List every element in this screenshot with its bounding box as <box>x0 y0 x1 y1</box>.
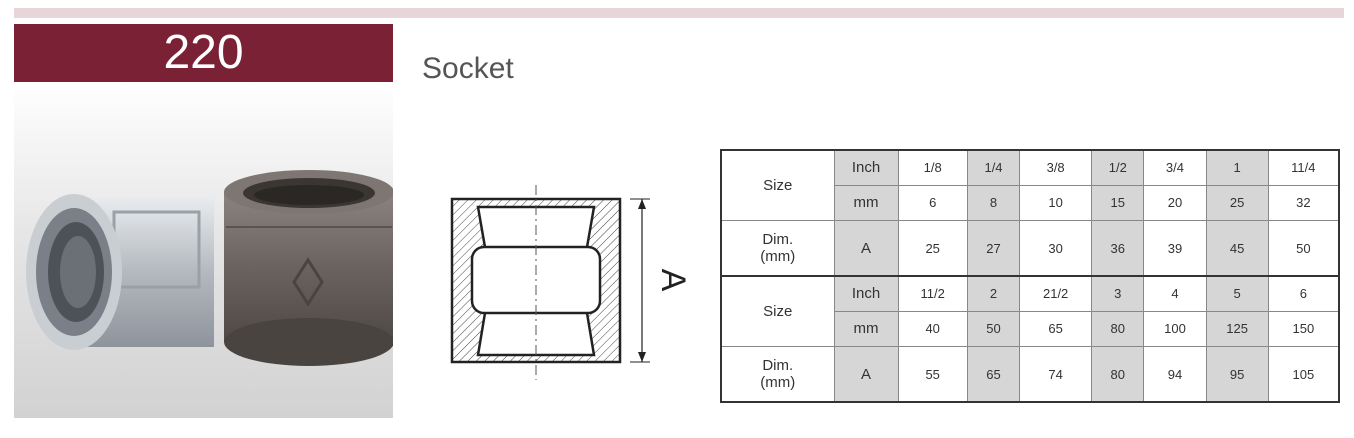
table-cell: 5 <box>1205 274 1269 312</box>
table-cell: 1/8 <box>897 149 968 186</box>
black-socket-image <box>224 170 393 366</box>
table-cell: 1/2 <box>1091 149 1145 186</box>
table-cell: 3 <box>1091 274 1145 312</box>
table-cell: 3/4 <box>1143 149 1207 186</box>
table-row: Size Inch 1/8 1/4 3/8 1/2 3/4 1 11/4 <box>720 149 1340 222</box>
a-label: A <box>833 346 899 403</box>
table-cell: 80 <box>1091 310 1145 348</box>
table-cell: 30 <box>1019 220 1093 277</box>
dim-label: Dim.(mm) <box>720 220 835 277</box>
table-row: Dim.(mm) A 25 27 30 36 39 45 50 <box>720 220 1340 277</box>
top-divider-bar <box>14 8 1344 18</box>
table-row: Dim.(mm) A 55 65 74 80 94 95 105 <box>720 346 1340 403</box>
table-cell: 39 <box>1143 220 1207 277</box>
table-cell: 94 <box>1143 346 1207 403</box>
table-cell: 65 <box>1019 310 1093 348</box>
table-cell: 65 <box>966 346 1021 403</box>
inch-label: Inch <box>833 149 899 186</box>
table-cell: 95 <box>1205 346 1269 403</box>
size-label: Size <box>720 149 835 222</box>
table-cell: 1/4 <box>966 149 1021 186</box>
table-cell: 25 <box>897 220 968 277</box>
dim-label-line1: Dim. <box>762 231 794 248</box>
size-label: Size <box>720 274 835 347</box>
table-cell: 11/4 <box>1267 149 1340 186</box>
product-photo <box>14 82 393 418</box>
table-cell: 4 <box>1143 274 1207 312</box>
table-cell: 125 <box>1205 310 1269 348</box>
table-cell: 100 <box>1143 310 1207 348</box>
table-cell: 45 <box>1205 220 1269 277</box>
dim-label-line1: Dim. <box>762 357 794 374</box>
dim-label-line2: (mm) <box>760 374 796 391</box>
table-cell: 6 <box>897 184 968 222</box>
dim-label-line2: (mm) <box>760 248 796 265</box>
table-cell: 2 <box>966 274 1021 312</box>
table-cell: 74 <box>1019 346 1093 403</box>
inch-label: Inch <box>833 274 899 312</box>
table-cell: 36 <box>1091 220 1145 277</box>
a-label: A <box>833 220 899 277</box>
table-cell: 55 <box>897 346 968 403</box>
table-cell: 3/8 <box>1019 149 1093 186</box>
table-cell: 11/2 <box>897 274 968 312</box>
product-title: Socket <box>422 52 514 85</box>
table-cell: 1 <box>1205 149 1269 186</box>
table-cell: 25 <box>1205 184 1269 222</box>
table-cell: 150 <box>1267 310 1340 348</box>
table-cell: 10 <box>1019 184 1093 222</box>
dim-label: Dim.(mm) <box>720 346 835 403</box>
dimension-a-label: A <box>654 269 690 292</box>
cross-section-drawing: A <box>450 185 690 380</box>
mm-label: mm <box>833 184 899 222</box>
product-code-banner: 220 <box>14 24 393 82</box>
table-cell: 40 <box>897 310 968 348</box>
table-cell: 20 <box>1143 184 1207 222</box>
table-cell: 105 <box>1267 346 1340 403</box>
table-cell: 80 <box>1091 346 1145 403</box>
table-cell: 32 <box>1267 184 1340 222</box>
table-cell: 27 <box>966 220 1021 277</box>
table-cell: 21/2 <box>1019 274 1093 312</box>
dimensions-table: Size Inch 1/8 1/4 3/8 1/2 3/4 1 11/4 mm … <box>720 149 1340 403</box>
table-row: Size Inch 11/2 2 21/2 3 4 5 6 <box>720 274 1340 347</box>
table-cell: 50 <box>966 310 1021 348</box>
table-cell: 8 <box>966 184 1021 222</box>
table-cell: 6 <box>1267 274 1340 312</box>
mm-label: mm <box>833 310 899 348</box>
galvanized-socket-image <box>26 194 214 350</box>
table-row: mm 40 50 65 80 100 125 150 <box>721 310 1340 348</box>
table-cell: 50 <box>1267 220 1340 277</box>
table-cell: 15 <box>1091 184 1145 222</box>
